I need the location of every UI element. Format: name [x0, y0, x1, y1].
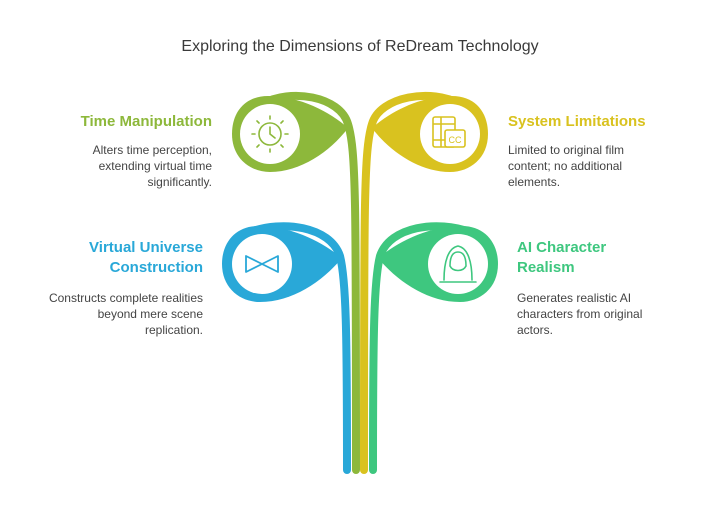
system-limitations-stem	[360, 91, 464, 474]
system-limitations-leaf	[372, 96, 488, 172]
infinity-icon	[245, 255, 279, 273]
time-manipulation-leaf	[232, 96, 348, 172]
clock-icon	[251, 115, 289, 153]
time-manipulation-heading: Time Manipulation	[80, 113, 212, 130]
system-limitations-heading: System Limitations	[508, 113, 646, 130]
system-limitations-description: Limited to original film content; no add…	[508, 143, 625, 189]
time-manipulation-description: Alters time perception, extending virtua…	[92, 143, 212, 189]
svg-text:CC: CC	[449, 135, 462, 145]
hooded-figure-icon	[439, 245, 477, 283]
film-cc-icon: CC	[432, 116, 466, 148]
ai-character-description: Generates realistic AI characters from o…	[517, 291, 643, 337]
virtual-universe-leaf	[222, 226, 342, 302]
time-manipulation-stem	[258, 91, 360, 474]
virtual-universe-stem	[246, 222, 351, 474]
ai-character-heading: AI Character Realism	[517, 239, 607, 276]
ai-character-stem	[369, 222, 474, 474]
virtual-universe-description: Constructs complete realities beyond mer…	[48, 291, 203, 337]
ai-character-leaf	[378, 226, 498, 302]
page-title: Exploring the Dimensions of ReDream Tech…	[181, 38, 539, 55]
virtual-universe-heading: Virtual Universe Construction	[89, 239, 203, 276]
